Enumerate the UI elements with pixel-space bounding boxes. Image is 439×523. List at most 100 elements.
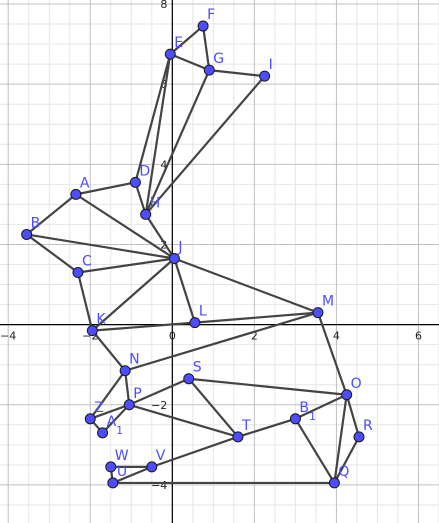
segment[interactable] <box>333 435 361 485</box>
point[interactable] <box>353 431 365 443</box>
point-label: C <box>82 254 92 270</box>
point[interactable] <box>86 325 98 337</box>
point[interactable] <box>189 317 201 329</box>
point[interactable] <box>341 389 353 401</box>
point-label: S <box>193 360 202 376</box>
point-label: R <box>363 418 373 434</box>
y-tick-label: −4 <box>151 479 167 492</box>
segment[interactable] <box>101 403 131 434</box>
point[interactable] <box>312 307 324 319</box>
segment[interactable] <box>169 24 205 56</box>
segment[interactable] <box>124 311 320 372</box>
segment[interactable] <box>25 233 80 274</box>
segment[interactable] <box>128 377 190 406</box>
point[interactable] <box>140 208 152 220</box>
segment[interactable] <box>111 465 153 485</box>
point[interactable] <box>203 64 215 76</box>
x-tick-label: 0 <box>169 330 176 343</box>
segment[interactable] <box>201 24 211 72</box>
point[interactable] <box>232 431 244 443</box>
segment[interactable] <box>144 213 176 260</box>
point-label: F <box>207 7 215 23</box>
segment[interactable] <box>208 69 266 78</box>
point[interactable] <box>105 461 117 473</box>
segment[interactable] <box>316 311 348 396</box>
segment[interactable] <box>124 369 131 406</box>
point-label: Z <box>94 400 104 416</box>
point-label: T <box>241 418 251 434</box>
point[interactable] <box>21 228 33 240</box>
segment[interactable] <box>76 271 94 332</box>
point-label: M <box>322 294 334 310</box>
point[interactable] <box>70 188 82 200</box>
point[interactable] <box>259 70 271 82</box>
point[interactable] <box>146 461 158 473</box>
point-label: U <box>117 464 127 480</box>
point-label: Q <box>338 464 349 480</box>
segment[interactable] <box>89 403 131 420</box>
y-tick-label: −2 <box>151 399 167 412</box>
point-label: K <box>96 312 106 328</box>
point[interactable] <box>164 48 176 60</box>
point[interactable] <box>84 413 96 425</box>
point-label: A1 <box>107 414 124 437</box>
point-label: G <box>213 51 224 67</box>
point[interactable] <box>72 267 84 279</box>
point-label: B <box>31 215 41 231</box>
point[interactable] <box>107 477 119 489</box>
y-tick-label: 2 <box>160 238 167 251</box>
segment[interactable] <box>25 233 176 260</box>
segment[interactable] <box>74 193 176 260</box>
segment[interactable] <box>294 393 348 420</box>
segment[interactable] <box>236 417 297 438</box>
segment[interactable] <box>134 181 147 216</box>
segment[interactable] <box>128 403 240 438</box>
segment[interactable] <box>187 377 240 438</box>
segment[interactable] <box>173 257 196 324</box>
segment[interactable] <box>25 193 78 236</box>
point-label: W <box>115 448 129 464</box>
segment[interactable] <box>91 329 127 372</box>
x-tick-label: 4 <box>333 330 340 343</box>
point-label: A <box>80 175 90 191</box>
segment[interactable] <box>294 417 336 485</box>
segment[interactable] <box>333 393 348 485</box>
segment[interactable] <box>345 393 361 438</box>
point-label: P <box>133 386 141 402</box>
point-label: N <box>129 352 139 368</box>
point[interactable] <box>123 399 135 411</box>
y-tick-label: 6 <box>160 78 167 91</box>
segment[interactable] <box>91 321 196 332</box>
point-label: V <box>156 448 166 464</box>
segment[interactable] <box>89 369 127 420</box>
segment[interactable] <box>193 311 320 324</box>
y-tick-label: 4 <box>160 158 167 171</box>
segment[interactable] <box>144 75 266 216</box>
segment[interactable] <box>187 377 348 396</box>
point[interactable] <box>328 477 340 489</box>
point-label: I <box>269 57 273 73</box>
point[interactable] <box>289 413 301 425</box>
segment[interactable] <box>91 257 176 332</box>
point[interactable] <box>129 176 141 188</box>
segment[interactable] <box>74 181 137 196</box>
segment[interactable] <box>144 53 172 216</box>
segments <box>25 24 361 485</box>
point-label: D <box>139 163 150 179</box>
point[interactable] <box>168 252 180 264</box>
point[interactable] <box>97 427 109 439</box>
point[interactable] <box>183 373 195 385</box>
point[interactable] <box>197 20 209 32</box>
segment[interactable] <box>76 257 176 274</box>
y-tick-label: 8 <box>160 0 167 11</box>
segment[interactable] <box>173 257 320 314</box>
segment[interactable] <box>134 53 172 184</box>
points <box>21 20 365 489</box>
segment[interactable] <box>150 435 240 468</box>
point[interactable] <box>119 365 131 377</box>
segment[interactable] <box>169 53 211 72</box>
segment[interactable] <box>144 69 211 216</box>
point-label: B1 <box>299 400 316 423</box>
